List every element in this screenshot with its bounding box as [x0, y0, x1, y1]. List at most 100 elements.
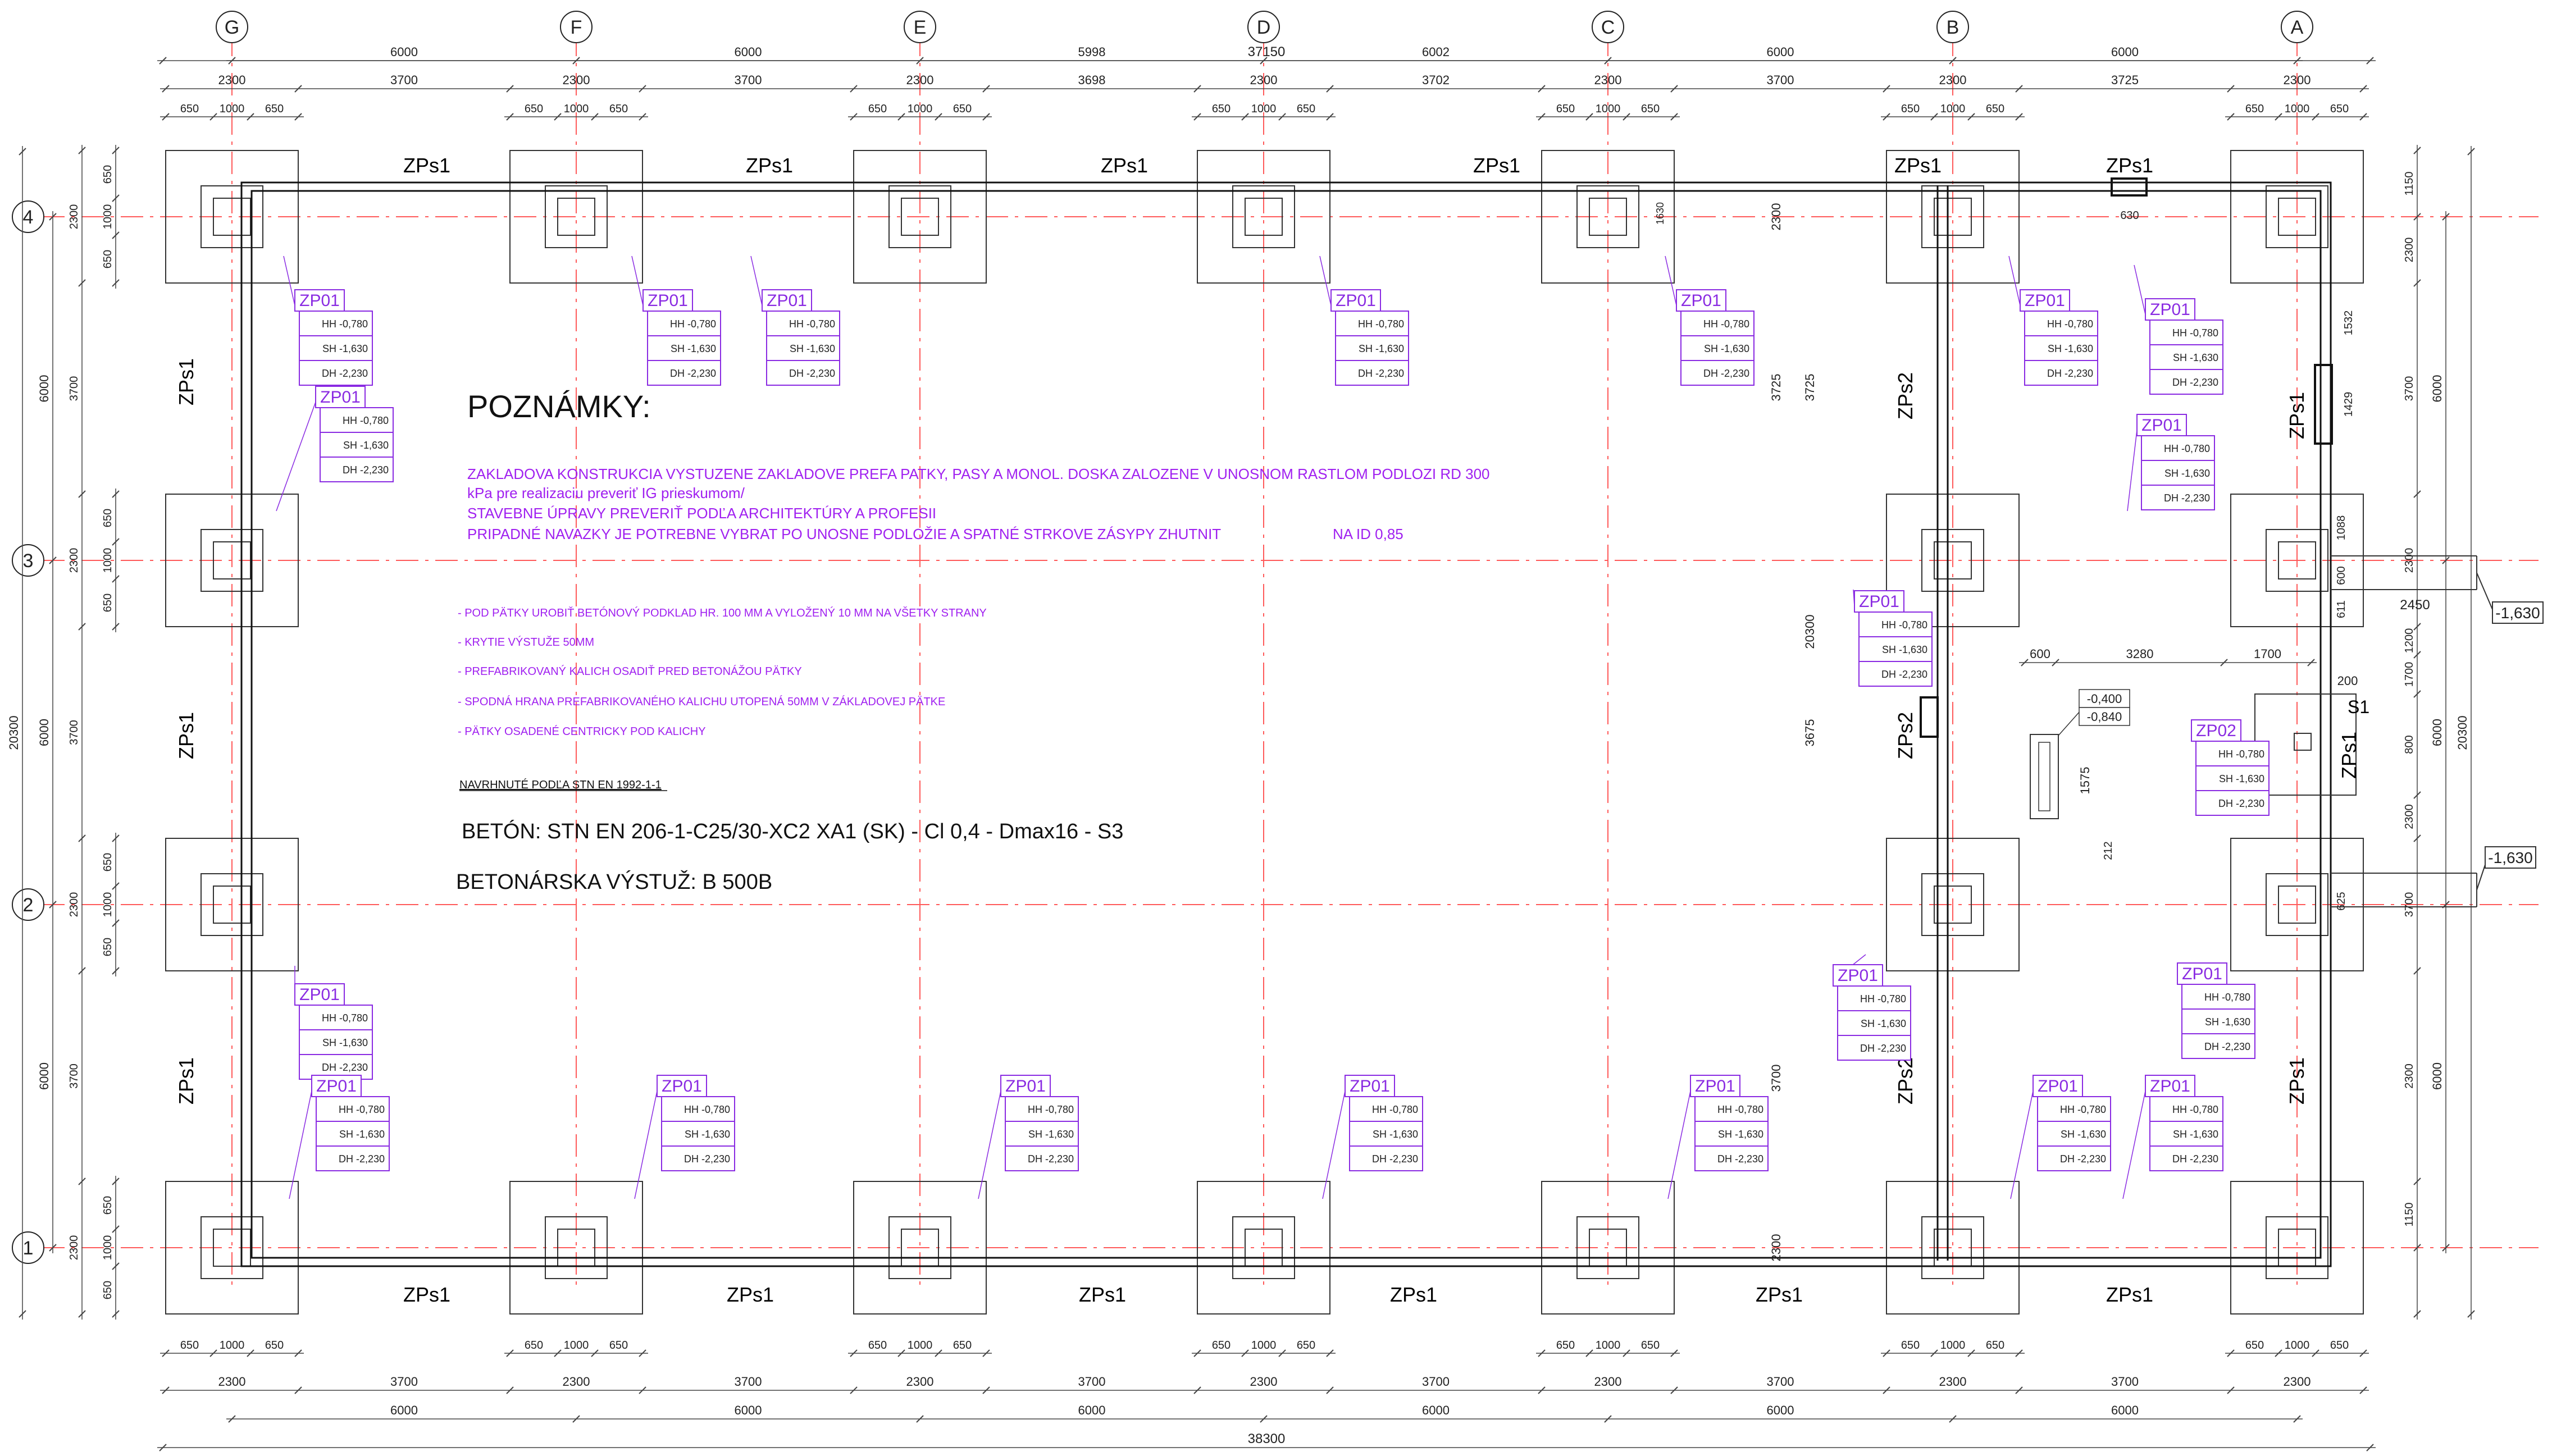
tag-row-1: SH -1,630	[2061, 1129, 2106, 1140]
tag-row-box-2	[2149, 369, 2223, 395]
dim-stair-horizontal-label-1: 3280	[2126, 647, 2154, 661]
note-p1-line2: kPa pre realizaciu preveriť IG prieskumo…	[467, 485, 745, 501]
tag-name-box	[642, 289, 693, 312]
tag-name-box	[1345, 1075, 1395, 1097]
tag-row-2: DH -2,230	[1703, 368, 1749, 379]
dim-bottom-sub-label-7: 3700	[1422, 1375, 1450, 1389]
dim-right-sub-label-4: 1200	[2403, 628, 2416, 654]
dim-right-sub-tick-5	[2413, 651, 2421, 659]
dim-left-foot-3-label-1: 1000	[102, 1235, 114, 1261]
dim-top-sub-tick-4	[850, 85, 858, 93]
dim-left-sub-tick-7	[78, 1310, 86, 1318]
dim-left-sub-tick-3	[78, 623, 86, 631]
dim-top-sub-label-6: 2300	[1250, 73, 1278, 87]
dim-left-foot-1-label-1: 1000	[102, 548, 114, 573]
dim-left-sub-tick-6	[78, 1177, 86, 1185]
tag-row-1: SH -1,630	[2219, 773, 2264, 784]
grid-axes	[42, 34, 2539, 1286]
tag-leader	[1322, 1090, 1346, 1199]
beam-perimeter-outer	[240, 181, 2332, 1267]
tag-name: ZP01	[2025, 291, 2065, 310]
dim-right-sub-tick-10	[2413, 1177, 2421, 1185]
footing-socket-inner-2-0	[901, 198, 939, 236]
tag-row-1: SH -1,630	[2164, 468, 2210, 479]
tag-name: ZP01	[1350, 1077, 1390, 1096]
footing-mid-socket-4	[2266, 529, 2328, 592]
dim-bottom-foot-1-label-0: 650	[525, 1339, 543, 1352]
tag-row-box-1	[2181, 1008, 2255, 1034]
dim-right-sub-label-9: 2300	[2403, 1064, 2416, 1089]
axis-bubble-label-F: F	[571, 17, 582, 38]
dim-left-sub-label-1: 3700	[68, 376, 80, 401]
dim-left-foot-3-tick-0	[112, 1177, 120, 1185]
footing-3-0	[1197, 150, 1330, 284]
dim-left-foot-3-label-0: 650	[102, 1196, 114, 1215]
dim-bottom-foot-1-tick-2	[591, 1349, 599, 1357]
footing-socket-0-0	[200, 185, 263, 248]
dim-left-spans-tick-0	[49, 213, 57, 221]
dim-bottom-sub-tick-6	[1193, 1386, 1201, 1394]
zps1-label-bottom-6: ZPs1	[2106, 1283, 2153, 1306]
dim-stair-horizontal-tick-0	[2021, 659, 2029, 667]
tag-row-0: HH -0,780	[684, 1104, 730, 1115]
dim-bottom-sub-tick-8	[1538, 1386, 1546, 1394]
dim-top-sub-tick-12	[2227, 85, 2235, 93]
axis-bubble-E	[904, 11, 936, 43]
tag-row-1: SH -1,630	[790, 343, 835, 354]
tag-name: ZP01	[1681, 291, 1721, 310]
dim-top-foot-6-tick-2	[2312, 113, 2319, 121]
dim-top-foot-2-tick-0	[850, 113, 858, 121]
tag-row-box-2	[2037, 1145, 2111, 1171]
tag-row-1: SH -1,630	[1718, 1129, 1763, 1140]
tag-row-box-2	[1680, 360, 1754, 386]
dim-left-foot-2-tick-1	[112, 882, 120, 890]
dim-bottom-foot-6-label-0: 650	[2245, 1339, 2264, 1352]
footing-5-1	[1886, 1181, 2020, 1314]
dim-bottom-sub-tick-4	[850, 1386, 858, 1394]
dim-bottom-sub-label-9: 3700	[1767, 1375, 1794, 1389]
footing-socket-inner-3-0	[1245, 198, 1283, 236]
dim-left-spans-tick-3	[49, 1244, 57, 1252]
note-bullet-2: - KRYTIE VÝSTUŽE 50MM	[458, 636, 594, 649]
tag-row-box-2	[766, 360, 840, 386]
tag-name-box	[1330, 289, 1381, 312]
tag-row-2: DH -2,230	[2164, 492, 2210, 504]
dim-top-spans-tick-5	[1949, 57, 1957, 65]
dim-bottom-sub-label-11: 3700	[2111, 1375, 2139, 1389]
dim-overall-top-label-0: 37150	[1248, 44, 1286, 60]
tag-row-box-0	[2195, 741, 2270, 766]
tag-row-0: HH -0,780	[1372, 1104, 1418, 1115]
dim-top-foot-4-label-1: 1000	[1596, 103, 1621, 115]
dim-misc-1429: 1429	[2343, 392, 2355, 417]
dim-top-foot-6-label-1: 1000	[2285, 103, 2310, 115]
tag-row-box-0	[2037, 1096, 2111, 1122]
dim-bottom-spans-tick-6	[2293, 1415, 2301, 1423]
footing-mid-socket-inner-3	[1934, 886, 1972, 924]
footing-mid-3	[1886, 838, 2020, 971]
dim-bottom-spans-label-0: 6000	[390, 1403, 418, 1417]
dim-misc-625: 625	[2335, 892, 2348, 910]
tag-row-1: SH -1,630	[1704, 343, 1749, 354]
dim-top-sub-tick-3	[639, 85, 646, 93]
tag-row-0: HH -0,780	[2218, 748, 2264, 760]
tag-name: ZP01	[1005, 1077, 1046, 1096]
tag-leader	[2127, 430, 2138, 512]
footing-mid-2	[1886, 494, 2020, 627]
dim-overall-right-tick-1	[2467, 1310, 2475, 1318]
tag-row-box-0	[2149, 320, 2223, 345]
dim-misc-3675: 3675	[1803, 719, 1817, 747]
tag-leader	[283, 255, 295, 306]
footing-mid-socket-inner-2	[1934, 541, 1972, 579]
zps2-label-1: ZPs2	[1894, 372, 1917, 419]
tag-row-0: HH -0,780	[2204, 992, 2250, 1003]
dim-right-sub-label-0: 1150	[2403, 171, 2416, 195]
tag-row-2: DH -2,230	[1358, 368, 1404, 379]
tag-row-box-1	[299, 1029, 373, 1055]
footing-mid-1	[165, 838, 299, 971]
stair-pit-inner	[2038, 742, 2050, 811]
